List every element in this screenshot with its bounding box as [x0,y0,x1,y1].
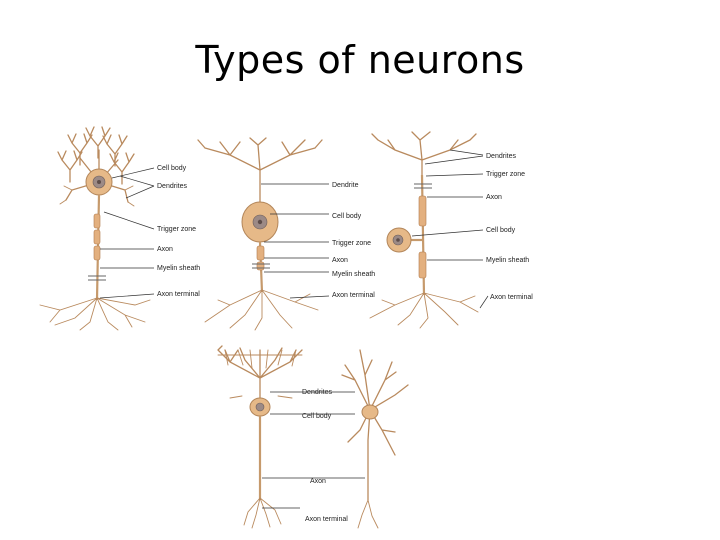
label-axon-terminal: Axon terminal [305,516,348,523]
label-dendrites: Dendrites [486,153,516,160]
label-axon: Axon [486,194,502,201]
label-cell-body: Cell body [302,413,332,420]
label-dendrites: Dendrites [302,389,332,396]
dendrites-tree [57,126,135,207]
label-axon-terminal: Axon terminal [490,294,533,301]
bipolar-neuron: Dendrite Cell body Trigger zone Axon Mye… [197,137,375,331]
label-cell-body: Cell body [332,213,362,220]
label-dendrites: Dendrites [157,183,187,190]
label-trigger-zone: Trigger zone [157,226,196,233]
label-myelin-sheath: Myelin sheath [486,257,529,264]
axon-terminal [369,292,479,329]
label-axon: Axon [332,257,348,264]
axon-terminal [204,289,319,331]
unipolar-neuron: Dendrites Trigger zone Axon Cell body My… [369,131,533,329]
label-trigger-zone: Trigger zone [332,240,371,247]
label-axon-terminal: Axon terminal [157,291,200,298]
dendrites-tree [217,345,303,401]
panel3-labels: Dendrites Trigger zone Axon Cell body My… [411,149,533,309]
panel1-labels: Cell body Dendrites Trigger zone Axon My… [99,165,200,299]
label-axon: Axon [310,478,326,485]
label-cell-body: Cell body [157,165,187,172]
stellate-neuron [341,349,409,529]
panel4-labels: Dendrites Cell body Axon Axon terminal [262,389,365,523]
label-dendrite: Dendrite [332,182,359,189]
dendrites-tree [197,137,323,206]
slide-title: Types of neurons [195,38,525,82]
label-myelin-sheath: Myelin sheath [332,271,375,278]
label-myelin-sheath: Myelin sheath [157,265,200,272]
label-axon-terminal: Axon terminal [332,292,375,299]
label-cell-body: Cell body [486,227,516,234]
dendrites-tree [371,131,477,176]
multipolar-neuron: Cell body Dendrites Trigger zone Axon My… [39,126,200,331]
label-axon: Axon [157,246,173,253]
nucleus [255,402,265,412]
panel2-labels: Dendrite Cell body Trigger zone Axon Mye… [261,182,375,299]
cns-neurons: Dendrites Cell body Axon Axon terminal [217,345,409,529]
axon-terminal [39,297,151,331]
label-trigger-zone: Trigger zone [486,171,525,178]
